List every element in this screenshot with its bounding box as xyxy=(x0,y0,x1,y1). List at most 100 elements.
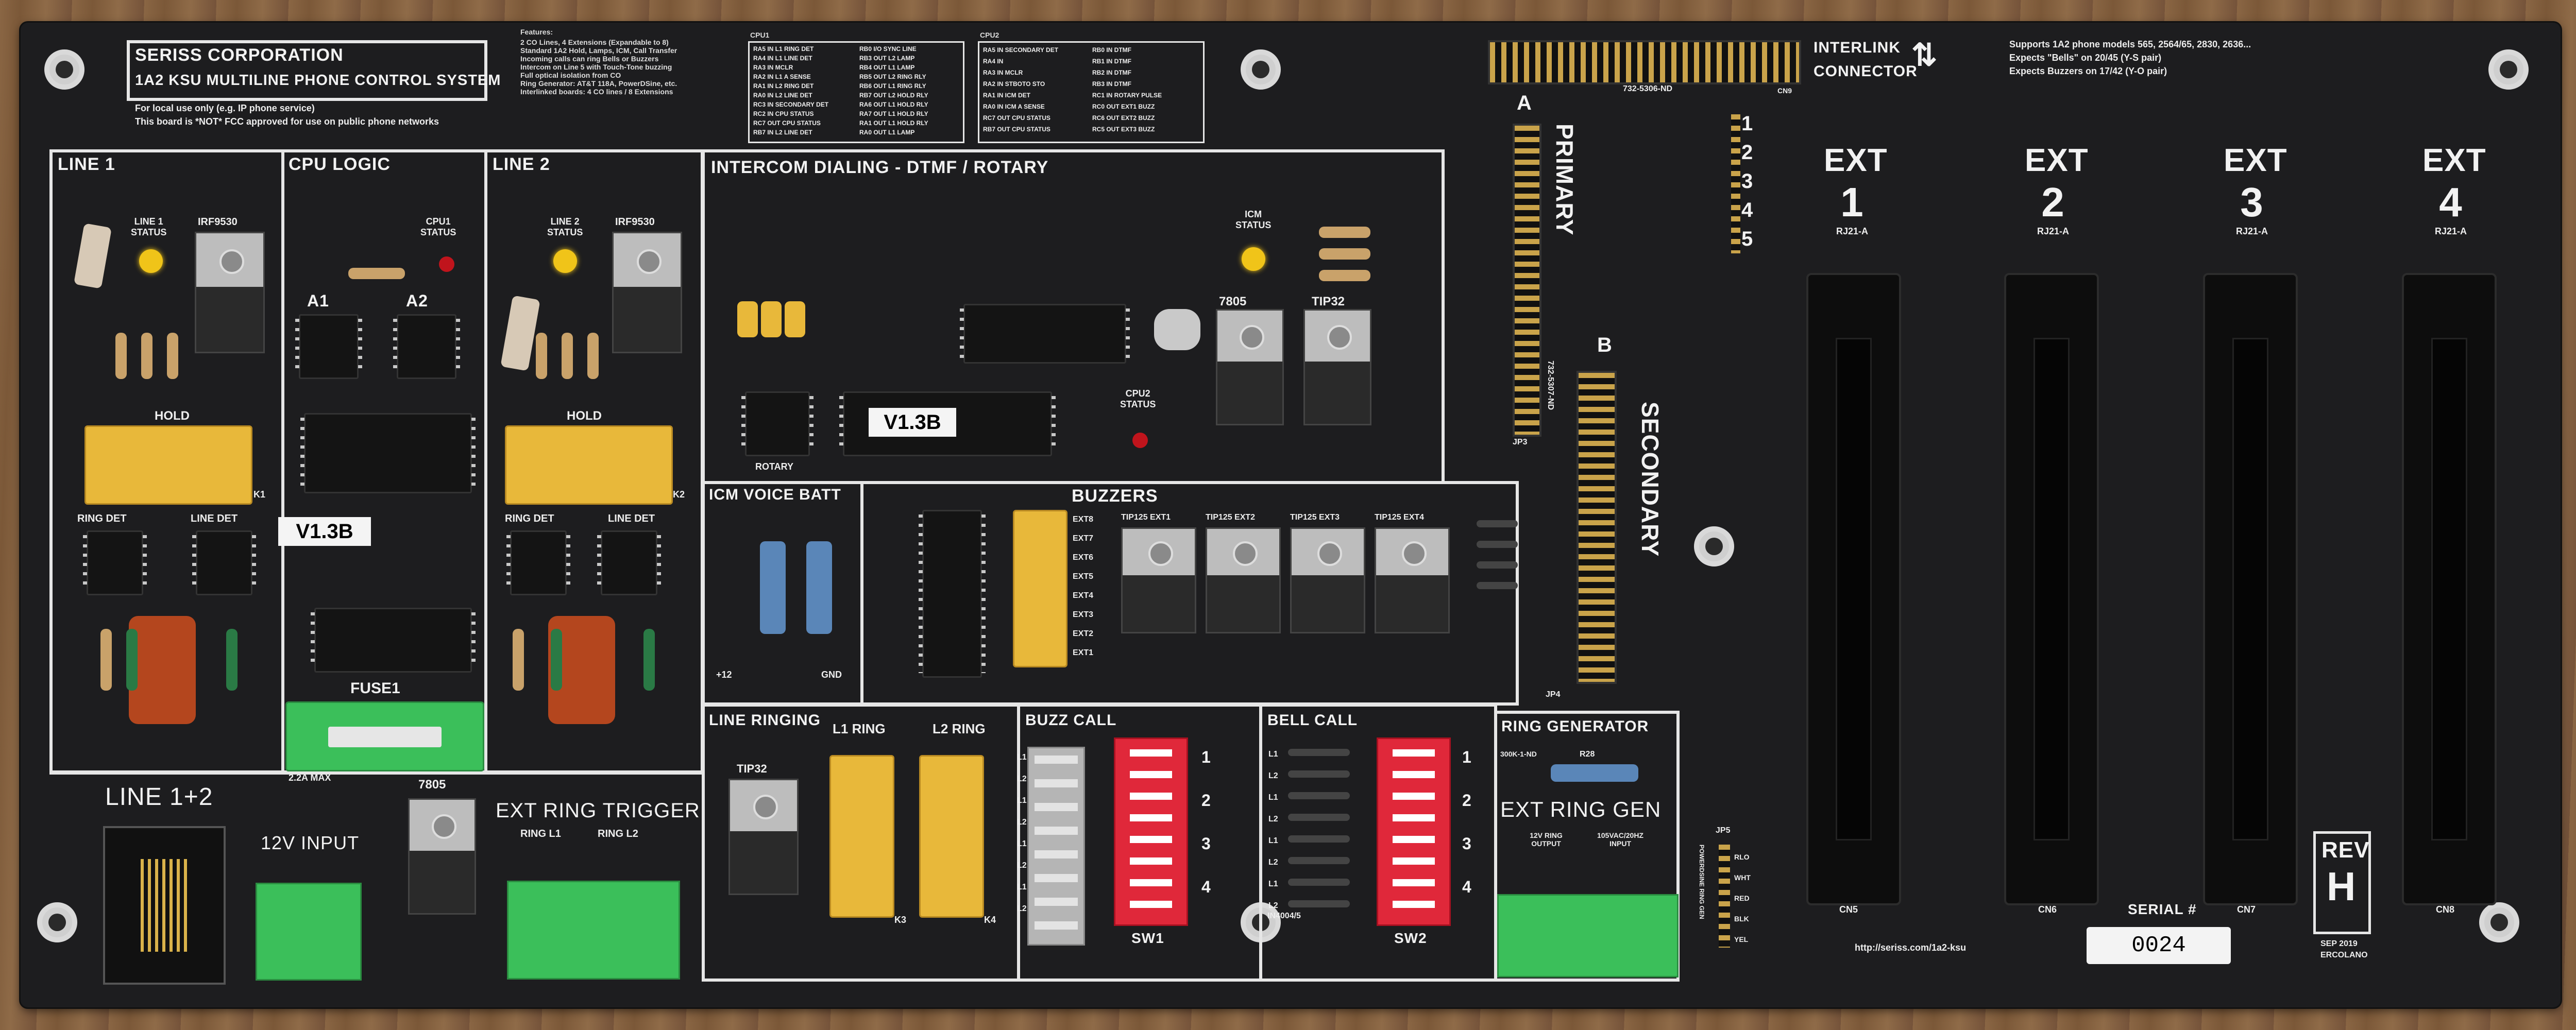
ring-l2-label: RING L2 xyxy=(598,828,638,839)
resistor-r7 xyxy=(226,629,238,691)
cpu2-row: RB0 IN DTMF xyxy=(1092,46,1131,54)
power-input-terminal[interactable] xyxy=(256,883,362,981)
cpu2-row: RA0 IN ICM A SENSE xyxy=(983,103,1045,110)
cpu2-row: RC1 IN ROTARY PULSE xyxy=(1092,92,1162,99)
irf9530-transistor-q1 xyxy=(195,232,265,353)
ext-ring-trigger-terminal[interactable] xyxy=(507,881,680,980)
line1-title: LINE 1 xyxy=(58,154,115,174)
rev-label: REV xyxy=(2321,837,2370,863)
part-number-cn9: 732-5306-ND xyxy=(1623,84,1673,93)
bell-call-line: L2 xyxy=(1268,901,1278,910)
interlink-header[interactable] xyxy=(1488,40,1801,84)
cpu1-table xyxy=(748,41,964,143)
jp5-header[interactable] xyxy=(1719,845,1730,948)
k2-label: K2 xyxy=(673,489,685,500)
r300-label: 300K-1-ND xyxy=(1500,750,1537,758)
product-name: 1A2 KSU MULTILINE PHONE CONTROL SYSTEM xyxy=(135,72,501,89)
feature-item: Standard 1A2 Hold, Lamps, ICM, Call Tran… xyxy=(520,46,677,55)
hold-relay-k2 xyxy=(505,425,673,505)
resistor-r28 xyxy=(1551,764,1638,782)
cpu1-row: RA1 OUT L1 HOLD RLY xyxy=(859,119,928,127)
jp5-pin-label: WHT xyxy=(1734,873,1751,882)
resistor-r17 xyxy=(348,268,405,279)
cpu2-table xyxy=(978,41,1205,143)
transistor-tip125-q9 xyxy=(1290,527,1365,633)
resistor-r12 xyxy=(513,629,524,691)
buzz-call-ext-labels: 1 2 3 4 xyxy=(1201,748,1211,921)
ext-connector-type: RJ21-A xyxy=(2434,226,2467,236)
ic-a1 xyxy=(295,314,362,379)
bell-call-dip-switch-sw2[interactable] xyxy=(1377,737,1451,926)
ext-label: EXT xyxy=(2224,143,2287,178)
transistor-tip32-q6 xyxy=(1303,309,1371,425)
optocoupler-ring-det-line2 xyxy=(506,530,570,595)
crystal-x1 xyxy=(1154,309,1200,350)
resistor-r4 xyxy=(141,333,152,379)
jp5-pin-label: BLK xyxy=(1734,915,1749,923)
buzz-ext-row: EXT8 xyxy=(1073,515,1094,524)
buzz-ext-row: EXT5 xyxy=(1073,572,1094,581)
bell-call-ext-num: 2 xyxy=(1462,791,1472,810)
regulator-7805-label: 7805 xyxy=(418,778,446,792)
cpu1-row: RB0 I/O SYNC LINE xyxy=(859,45,917,53)
in4004-label: IN4004/5 xyxy=(1267,912,1301,920)
buzz-ext-row: EXT6 xyxy=(1073,553,1094,562)
ext-number: 3 xyxy=(2240,179,2264,225)
primary-header-jp3[interactable] xyxy=(1513,124,1541,437)
cpu1-table-col1: RA5 IN L1 RING DET RA4 IN L1 LINE DET RA… xyxy=(753,44,828,137)
k3-label: K3 xyxy=(894,915,907,925)
resistor-r25 xyxy=(1319,270,1370,281)
ring-relay-k3 xyxy=(829,755,894,918)
rj21-connector-ext4[interactable] xyxy=(2402,273,2497,905)
rj21-connector-ext2[interactable] xyxy=(2004,273,2099,905)
rj21-connector-ext1[interactable] xyxy=(1806,273,1901,905)
cpu2-version-label: V1.3B xyxy=(869,408,956,437)
cpu1-row: RA7 OUT L1 HOLD RLY xyxy=(859,110,928,117)
lamp-header[interactable] xyxy=(1731,114,1740,253)
cpu1-row: RC3 IN SECONDARY DET xyxy=(753,101,829,108)
cpu2-row: RB7 OUT CPU STATUS xyxy=(983,126,1050,133)
line2-ring-det: RING DET xyxy=(505,513,554,524)
feature-item: Full optical isolation from CO xyxy=(520,71,621,79)
cpu1-row: RB7 IN L2 LINE DET xyxy=(753,129,812,136)
ext-label: EXT xyxy=(2422,143,2486,178)
ic-shift-register xyxy=(311,608,476,673)
transistor-tip32-q4 xyxy=(728,779,799,895)
ext-ring-trigger-title: EXT RING TRIGGER xyxy=(496,799,700,822)
cpu1-row: RB3 OUT L2 LAMP xyxy=(859,55,915,62)
cpu2-table-col1: RA5 IN SECONDARY DET RA4 IN RA3 IN MCLR … xyxy=(983,44,1058,135)
buzz-call-dip-switch-sw1[interactable] xyxy=(1114,737,1188,926)
rotary-ic xyxy=(741,391,814,456)
line12-rj-jack[interactable] xyxy=(103,826,226,985)
q2-part-label: IRF9530 xyxy=(615,216,655,228)
cpu1-row: RA4 IN L1 LINE DET xyxy=(753,55,812,62)
features-title: Features: xyxy=(520,28,553,36)
rev-date: SEP 2019 xyxy=(2320,939,2358,948)
lamp-number: 4 xyxy=(1741,199,1754,221)
mounting-hole xyxy=(1694,526,1734,566)
buzz-call-ext-num: 3 xyxy=(1201,834,1211,853)
cpu1-row: RA0 OUT L1 LAMP xyxy=(859,129,915,136)
project-url: http://seriss.com/1a2-ksu xyxy=(1855,942,1967,953)
ext-ring-gen-title: EXT RING GEN xyxy=(1500,797,1662,821)
cpu1-version-label: V1.3B xyxy=(278,517,371,546)
secondary-header-jp4[interactable] xyxy=(1577,371,1617,684)
diode-d4 xyxy=(1477,520,1518,527)
ring-gen-terminal-cn4[interactable] xyxy=(1497,894,1679,977)
ext-connector-type: RJ21-A xyxy=(2235,226,2268,236)
cpu2-row: RB3 IN DTMF xyxy=(1092,80,1131,88)
feature-item: Incoming calls can ring Bells or Buzzers xyxy=(520,55,659,63)
rj21-connector-ext3[interactable] xyxy=(2203,273,2298,905)
buzz-call-line: L2 xyxy=(1017,861,1027,870)
jp5-pin-labels: RLO WHT RED BLK YEL xyxy=(1734,847,1751,950)
bell-diode xyxy=(1288,749,1350,756)
diode-d2 xyxy=(1477,561,1518,569)
cpu1-row: RA1 IN L2 RING DET xyxy=(753,82,814,90)
mounting-hole xyxy=(2488,49,2529,90)
icm-voice-batt-title: ICM VOICE BATT xyxy=(709,486,841,503)
line12-title: LINE 1+2 xyxy=(105,783,213,811)
serial-number: 0024 xyxy=(2087,927,2231,964)
fuse-holder[interactable] xyxy=(285,701,484,771)
